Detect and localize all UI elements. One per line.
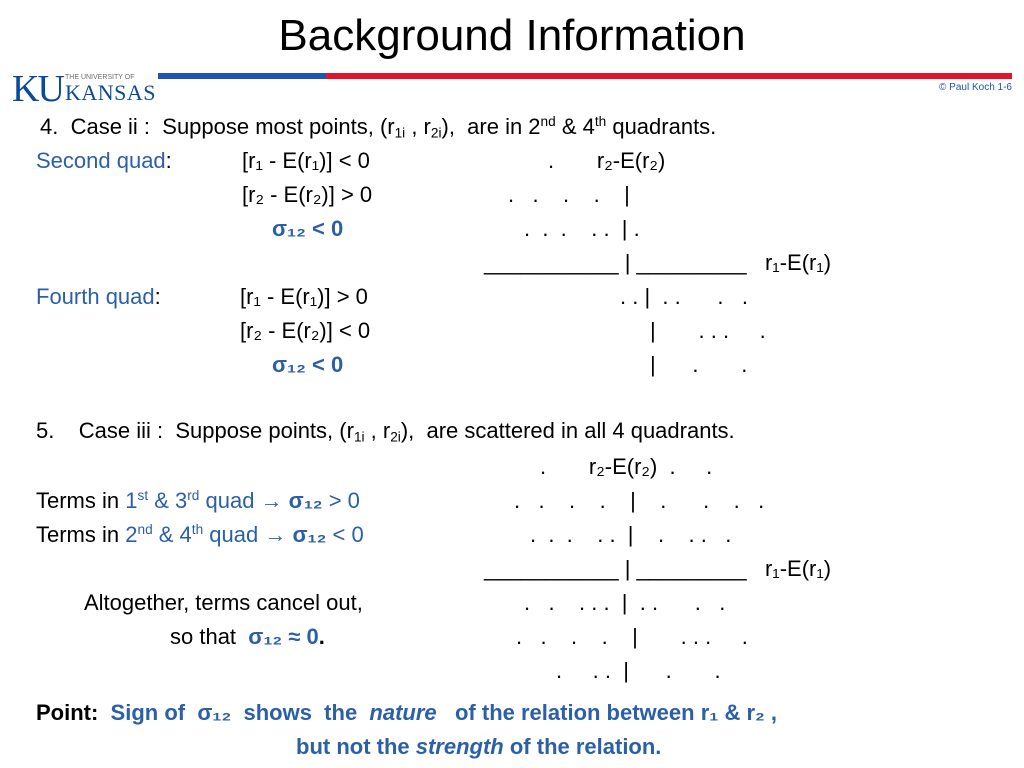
so-that-line: so that σ₁₂ ≈ 0. bbox=[170, 626, 325, 648]
header-bar-blue bbox=[158, 73, 326, 79]
point-line-1: Point: Sign of σ₁₂ shows the nature of t… bbox=[36, 702, 777, 724]
fourth-quad-label: Fourth quad: bbox=[36, 286, 161, 308]
case-iii-heading: 5. Case iii : Suppose points, (r1i , r2i… bbox=[36, 418, 735, 445]
fourth-quad-eq1: [r₁ - E(r₁)] > 0 bbox=[240, 284, 368, 309]
point-line-2: but not the strength of the relation. bbox=[296, 736, 661, 758]
text: of the relation between r₁ & r₂ , bbox=[436, 700, 778, 725]
text: Fourth quad bbox=[36, 284, 155, 309]
sigma: σ₁₂ bbox=[282, 488, 323, 513]
subscript: 2i bbox=[430, 125, 442, 141]
text: : bbox=[154, 284, 161, 309]
text: & 4 bbox=[555, 114, 595, 139]
emphasis: strength bbox=[415, 734, 504, 759]
text: Terms in bbox=[36, 488, 126, 513]
terms-2-4: Terms in 2nd & 4th quad → σ₁₂ < 0 bbox=[36, 521, 364, 547]
text: : bbox=[165, 148, 172, 173]
superscript: nd bbox=[540, 113, 556, 129]
second-quad-eq1: [r₁ - E(r₁)] < 0 bbox=[242, 148, 370, 173]
cancel-line: Altogether, terms cancel out, bbox=[84, 590, 363, 615]
ku-logo: KU THE UNIVERSITY OF KANSAS bbox=[12, 70, 157, 108]
superscript: st bbox=[137, 487, 149, 503]
page-title: Background Information bbox=[278, 11, 746, 60]
text: ), are scattered in all 4 quadrants. bbox=[400, 418, 735, 443]
sigma: σ₁₂ ≈ 0 bbox=[248, 624, 319, 649]
second-quad-label: Second quad: bbox=[36, 150, 172, 172]
plot2-row3: . . . . . | . . . . bbox=[530, 522, 732, 547]
text: 1 bbox=[125, 488, 138, 513]
text: . bbox=[318, 624, 325, 649]
text: but not the bbox=[296, 734, 416, 759]
second-quad-eq2: [r₂ - E(r₂)] > 0 bbox=[242, 182, 373, 207]
text: 5. Case iii : Suppose points, (r bbox=[36, 418, 354, 443]
copyright-footer: © Paul Koch 1-6 bbox=[939, 82, 1012, 93]
terms-1-3: Terms in 1st & 3rd quad → σ₁₂ > 0 bbox=[36, 487, 360, 513]
superscript: th bbox=[191, 521, 204, 537]
superscript: rd bbox=[187, 487, 200, 503]
text: , r bbox=[405, 114, 431, 139]
superscript: th bbox=[594, 113, 607, 129]
text: quad → bbox=[203, 522, 287, 547]
text: , r bbox=[364, 418, 391, 443]
text: & 4 bbox=[152, 522, 192, 547]
second-quad-sigma: σ₁₂ < 0 bbox=[272, 216, 344, 241]
plot2-row4: ___________ | _________ r₁-E(r₁) bbox=[484, 556, 832, 581]
text: < 0 bbox=[326, 522, 364, 547]
plot2-row1: . r₂-E(r₂) . . bbox=[540, 454, 713, 479]
point-label: Point: bbox=[36, 700, 99, 725]
logo-ku: KU bbox=[12, 68, 65, 110]
sigma: σ₁₂ bbox=[197, 700, 232, 725]
text: Second quad bbox=[36, 148, 166, 173]
text: > 0 bbox=[322, 488, 360, 513]
text: 2 bbox=[125, 522, 138, 547]
plot2-row2: . . . . | . . . . bbox=[514, 488, 765, 513]
plot1-row5: . . | . . . . bbox=[620, 284, 748, 309]
text: quadrants. bbox=[606, 114, 717, 139]
subscript: 2i bbox=[390, 429, 401, 445]
plot2-row7: . . . | . . bbox=[556, 658, 721, 683]
plot2-row5: . . . . . | . . . . bbox=[524, 590, 726, 615]
logo-university: THE UNIVERSITY OF bbox=[65, 74, 135, 81]
fourth-quad-eq2: [r₂ - E(r₂)] < 0 bbox=[240, 318, 371, 343]
plot1-row6: | . . . . bbox=[650, 318, 766, 343]
text: Terms in bbox=[36, 522, 126, 547]
logo-kansas: KANSAS bbox=[65, 80, 157, 105]
subscript: 1i bbox=[353, 429, 365, 445]
text: quad → bbox=[199, 488, 283, 513]
fourth-quad-sigma: σ₁₂ < 0 bbox=[272, 352, 344, 377]
plot1-row2: . . . . | bbox=[508, 182, 630, 207]
text: & 3 bbox=[148, 488, 188, 513]
sigma: σ₁₂ bbox=[286, 522, 327, 547]
superscript: nd bbox=[137, 521, 153, 537]
plot1-row7: | . . bbox=[650, 352, 748, 377]
text: Sign of bbox=[98, 700, 198, 725]
text: 4. Case ii : Suppose most points, (r bbox=[40, 114, 395, 139]
text: so that bbox=[170, 624, 249, 649]
header-bar-red bbox=[326, 73, 1012, 79]
plot1-row1: . r₂-E(r₂) bbox=[548, 148, 666, 173]
emphasis: nature bbox=[369, 700, 437, 725]
plot1-row3: . . . . . | . bbox=[524, 216, 640, 241]
text: ), are in 2 bbox=[441, 114, 541, 139]
plot1-row4: ___________ | _________ r₁-E(r₁) bbox=[484, 250, 832, 275]
text: shows the bbox=[231, 700, 370, 725]
case-ii-heading: 4. Case ii : Suppose most points, (r1i ,… bbox=[40, 113, 717, 141]
text: of the relation. bbox=[503, 734, 662, 759]
plot2-row6: . . . . | . . . . bbox=[516, 624, 748, 649]
subscript: 1i bbox=[394, 125, 406, 141]
